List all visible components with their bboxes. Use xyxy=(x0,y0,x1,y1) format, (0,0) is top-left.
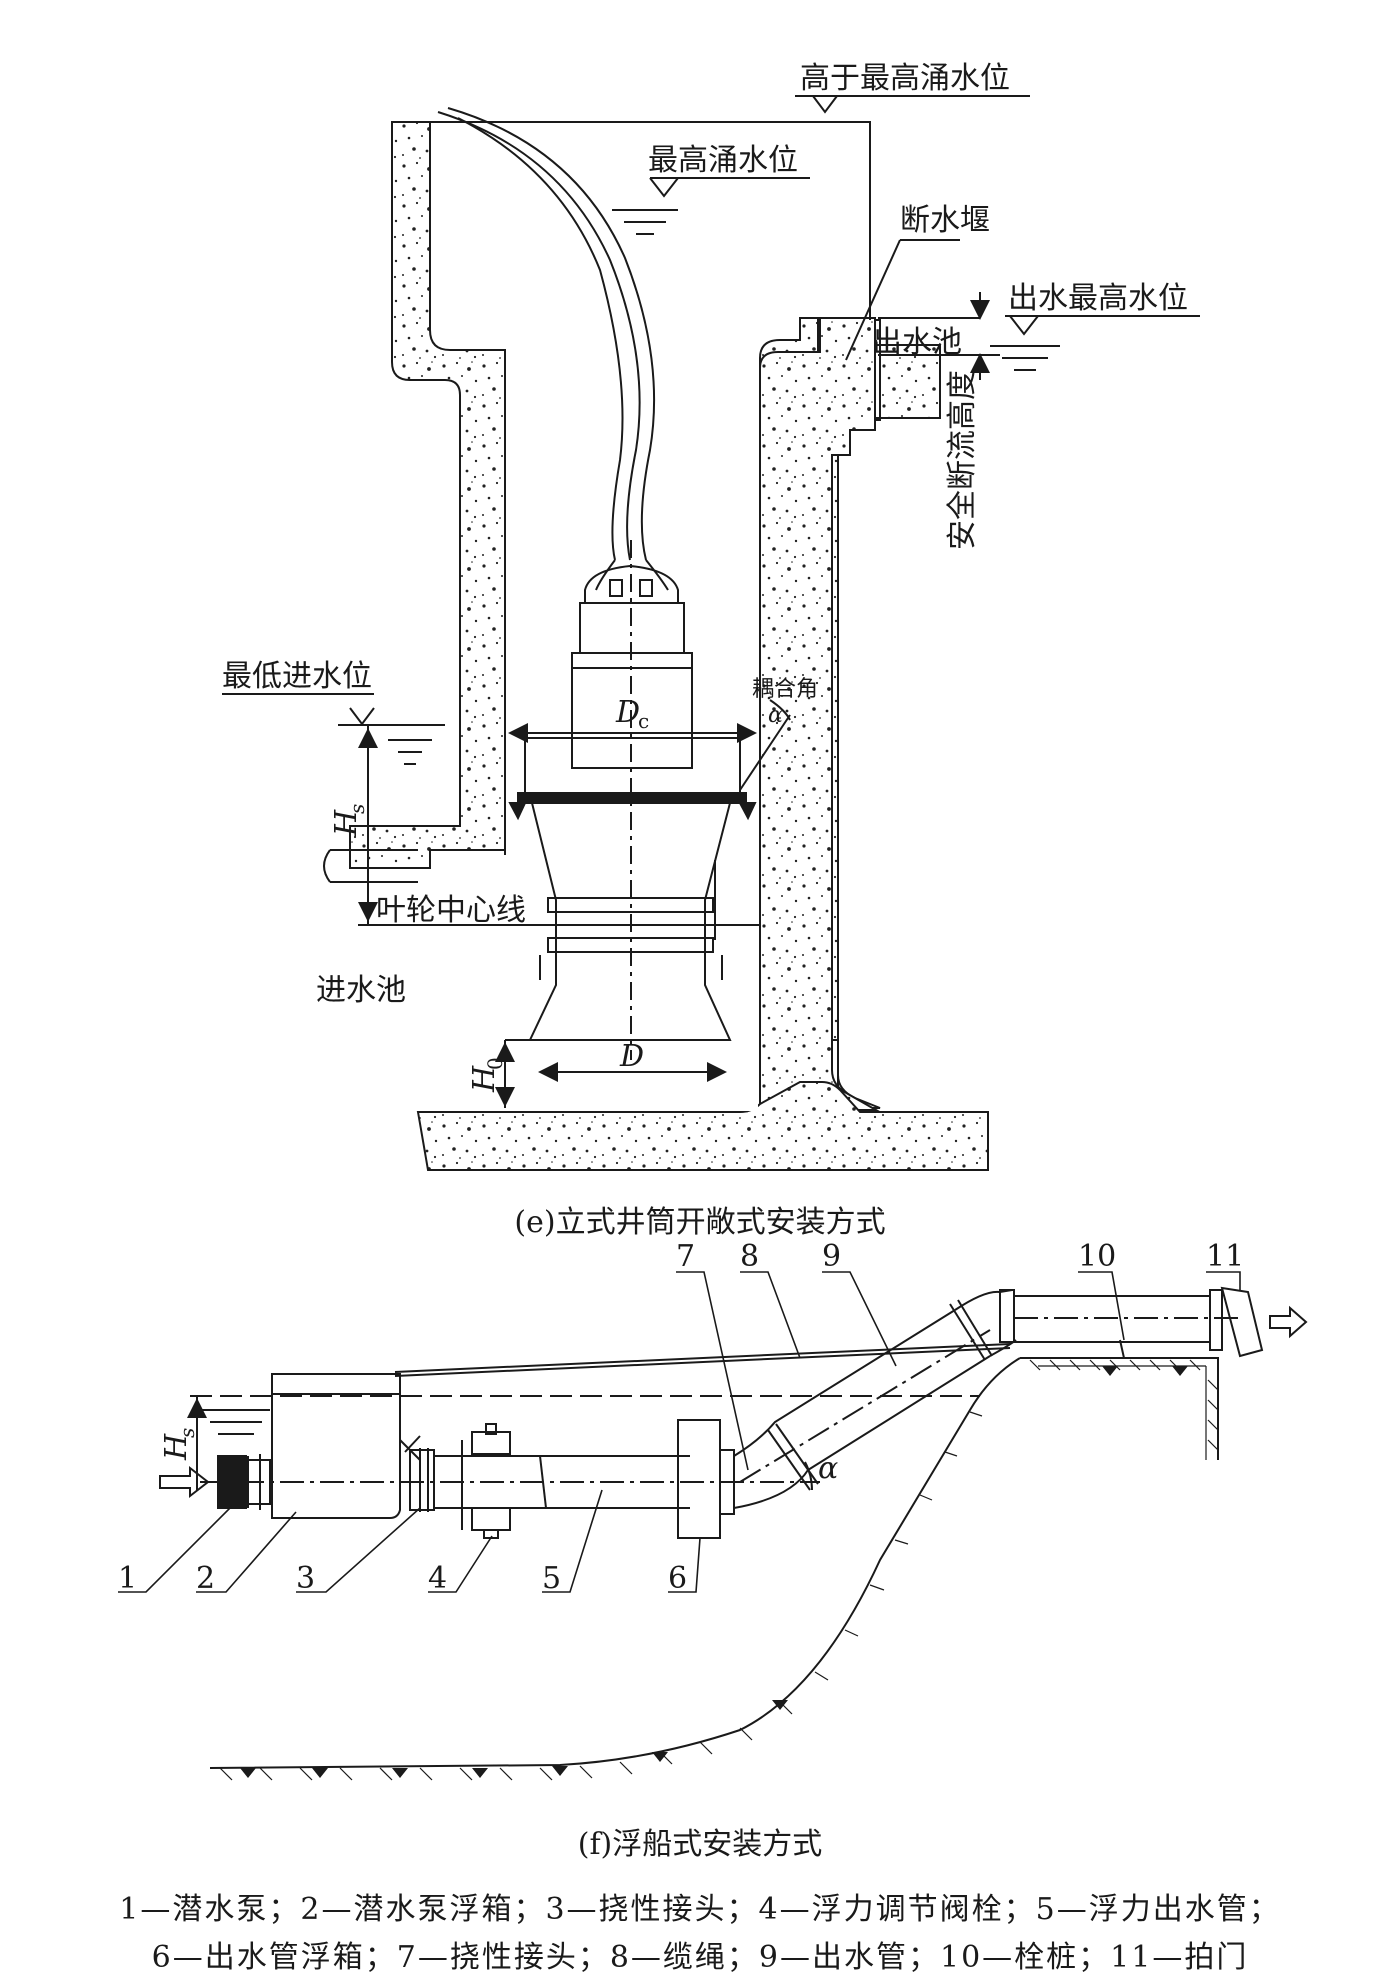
label-h0: H xyxy=(467,1065,502,1093)
floor-slab xyxy=(416,1081,989,1171)
outlet-pipe-float xyxy=(677,1419,721,1539)
label-cutoff-weir: 断水堰 xyxy=(900,203,990,238)
outlet-bank xyxy=(209,1357,1219,1769)
callout-10: 10 xyxy=(1078,1239,1116,1274)
label-inlet-pool: 进水池 xyxy=(316,973,406,1008)
callout-8: 8 xyxy=(740,1239,759,1274)
figure-f xyxy=(118,1271,1308,1781)
label-outlet-max-level: 出水最高水位 xyxy=(1008,281,1188,316)
flap-gate xyxy=(1220,1286,1264,1358)
level-marker-top xyxy=(812,95,838,114)
callout-7: 7 xyxy=(676,1239,695,1274)
callout-2: 2 xyxy=(196,1561,215,1596)
label-h0-sub: 0 xyxy=(483,1057,507,1070)
callout-11: 11 xyxy=(1206,1239,1244,1274)
label-hs-f: H xyxy=(159,1433,194,1461)
left-wall xyxy=(349,121,506,869)
label-alpha-e: α xyxy=(768,703,783,728)
label-hs-f-sub: s xyxy=(175,1428,199,1438)
label-dc: D xyxy=(615,695,640,730)
top-reference-line xyxy=(430,121,871,320)
label-above-max-surge: 高于最高涌水位 xyxy=(800,61,1010,96)
label-dc-sub: c xyxy=(638,709,649,733)
label-coupling-angle: 耦合角 xyxy=(752,677,818,702)
buoyancy-valve xyxy=(471,1431,511,1455)
label-impeller-centerline: 叶轮中心线 xyxy=(376,893,526,928)
callout-3: 3 xyxy=(296,1561,315,1596)
label-max-surge: 最高涌水位 xyxy=(648,143,798,178)
power-cable xyxy=(437,111,641,561)
callout-1: 1 xyxy=(118,1561,137,1596)
label-min-inlet-level: 最低进水位 xyxy=(222,659,372,694)
callout-4: 4 xyxy=(428,1561,447,1596)
figure-f-labels: H s α 1 2 3 4 5 6 7 8 9 10 11 (f)浮船式安装方式 xyxy=(118,1239,1244,1862)
callout-6: 6 xyxy=(668,1561,687,1596)
legend-line-2: 6—出水管浮箱；7—挠性接头；8—缆绳；9—出水管；10—栓桩；11—拍门 xyxy=(151,1940,1249,1975)
label-hs-e: H xyxy=(329,809,364,837)
callout-5: 5 xyxy=(542,1561,561,1596)
figure-e-labels: 高于最高涌水位 最高涌水位 断水堰 出水最高水位 出水池 安全断流高度 最低进水… xyxy=(222,61,1188,1240)
label-outlet-pool: 出水池 xyxy=(872,325,962,360)
pump-float-box xyxy=(271,1373,401,1519)
figure-e xyxy=(222,95,1200,1171)
label-d: D xyxy=(619,1039,644,1074)
callout-9: 9 xyxy=(822,1239,841,1274)
caption-f: (f)浮船式安装方式 xyxy=(578,1827,823,1862)
label-alpha-f: α xyxy=(818,1451,838,1486)
right-wall-body xyxy=(759,317,880,1111)
label-safe-cutoff-height: 安全断流高度 xyxy=(945,370,980,550)
caption-e: (e)立式井筒开敞式安装方式 xyxy=(514,1205,885,1240)
legend-line-1: 1—潜水泵；2—潜水泵浮箱；3—挠性接头；4—浮力调节阀栓；5—浮力出水管； xyxy=(119,1892,1281,1927)
label-hs-e-sub: s xyxy=(345,804,369,814)
